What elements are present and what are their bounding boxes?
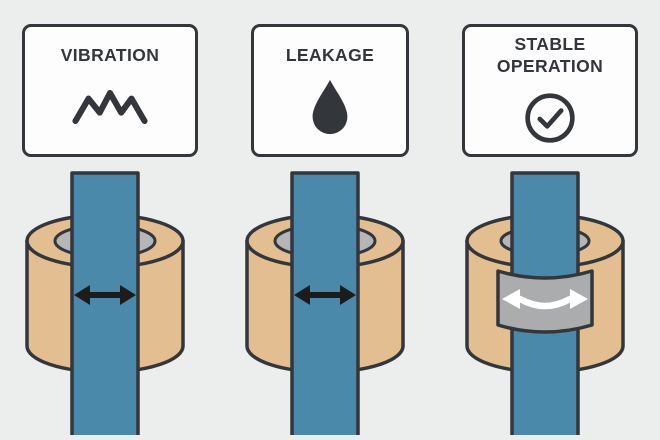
check-circle-icon xyxy=(523,89,577,147)
label-box-leakage: LEAKAGE xyxy=(251,24,409,157)
motion-arrow xyxy=(502,289,588,310)
panel-label: STABLE OPERATION xyxy=(496,33,604,76)
bearing-sleeve xyxy=(496,269,594,334)
clearance-arrow xyxy=(74,285,136,305)
label-box-vibration: VIBRATION xyxy=(22,24,198,157)
label-box-stable-operation: STABLE OPERATION xyxy=(462,24,638,157)
bushing-illustration-stable xyxy=(440,171,660,440)
panel-stable-operation: STABLE OPERATION xyxy=(440,0,660,440)
droplet-icon xyxy=(306,78,354,136)
panel-label: VIBRATION xyxy=(60,44,160,65)
panel-leakage: LEAKAGE xyxy=(220,0,440,440)
bushing-illustration-leakage xyxy=(220,171,440,440)
pipe xyxy=(290,171,360,440)
vibration-wave-icon xyxy=(68,78,152,136)
panel-label: LEAKAGE xyxy=(285,44,375,65)
pipe xyxy=(70,171,140,440)
bushing-illustration-vibration xyxy=(0,171,220,440)
clearance-arrow xyxy=(294,285,356,305)
panel-vibration: VIBRATION xyxy=(0,0,220,440)
